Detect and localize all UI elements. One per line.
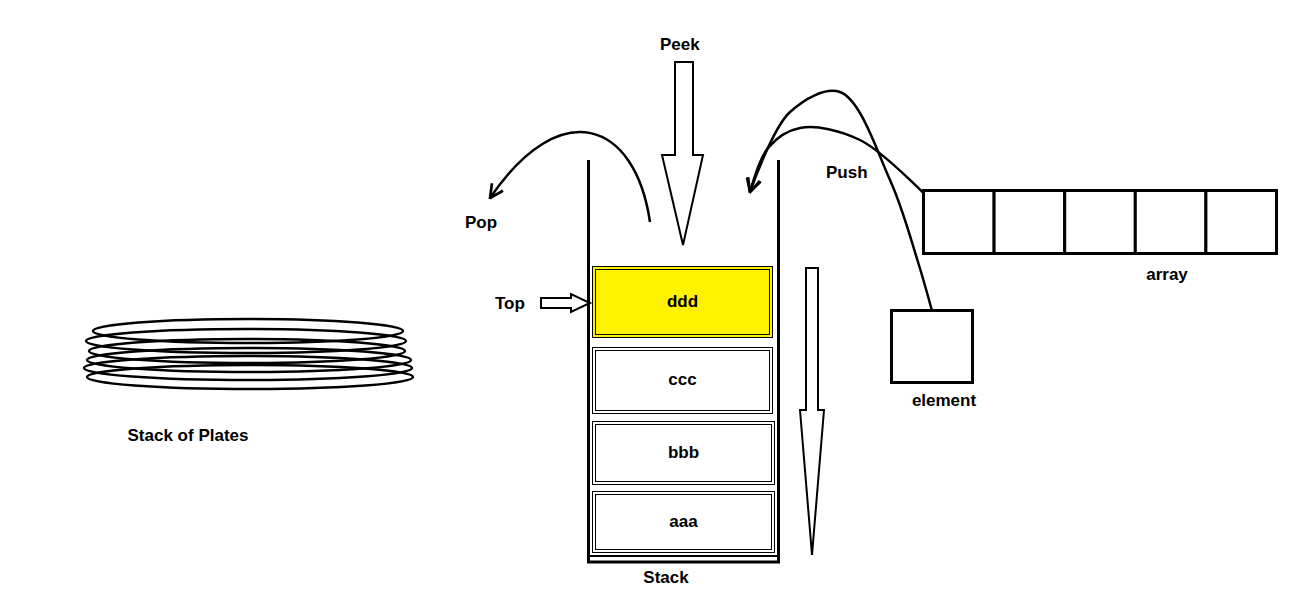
stack-item: ddd — [592, 266, 773, 338]
array-cell — [1135, 191, 1206, 254]
illustration-caption: Stack of Plates — [128, 426, 249, 446]
item-text: bbb — [668, 443, 699, 463]
element-outline — [890, 309, 974, 385]
stack-container: Stack ddd ccc bbb aaa — [587, 160, 780, 592]
stack-wall — [589, 160, 779, 562]
direction-arrow — [800, 268, 824, 555]
plates-stack — [84, 319, 413, 389]
top-pointer — [541, 294, 590, 312]
stack-item: bbb — [592, 421, 775, 485]
operation-label: Top — [495, 294, 525, 314]
item-text: aaa — [669, 512, 697, 532]
edge-label: Push — [824, 163, 870, 183]
operation-label: Peek — [660, 35, 700, 55]
stack-item: aaa — [592, 491, 775, 553]
peek-arrow — [662, 62, 703, 245]
item-text: ddd — [667, 292, 698, 312]
array-cell — [924, 191, 995, 254]
stack-item: ccc — [592, 347, 773, 414]
array-outline — [922, 189, 1278, 255]
array-box: array — [922, 189, 1278, 285]
array-cell — [1065, 191, 1136, 254]
element-cell — [892, 311, 973, 383]
item-text: ccc — [668, 370, 696, 390]
plate — [86, 329, 406, 353]
element-box: element — [890, 309, 974, 409]
operation-label: Pop — [465, 213, 497, 233]
plate — [87, 365, 413, 389]
node-label: Stack — [643, 568, 688, 588]
array-cell — [1206, 191, 1277, 254]
pop-arrow — [490, 132, 650, 222]
stack-floor — [589, 555, 779, 557]
node-label: element — [912, 391, 976, 411]
node-label: array — [1146, 265, 1188, 285]
array-cell — [994, 191, 1065, 254]
